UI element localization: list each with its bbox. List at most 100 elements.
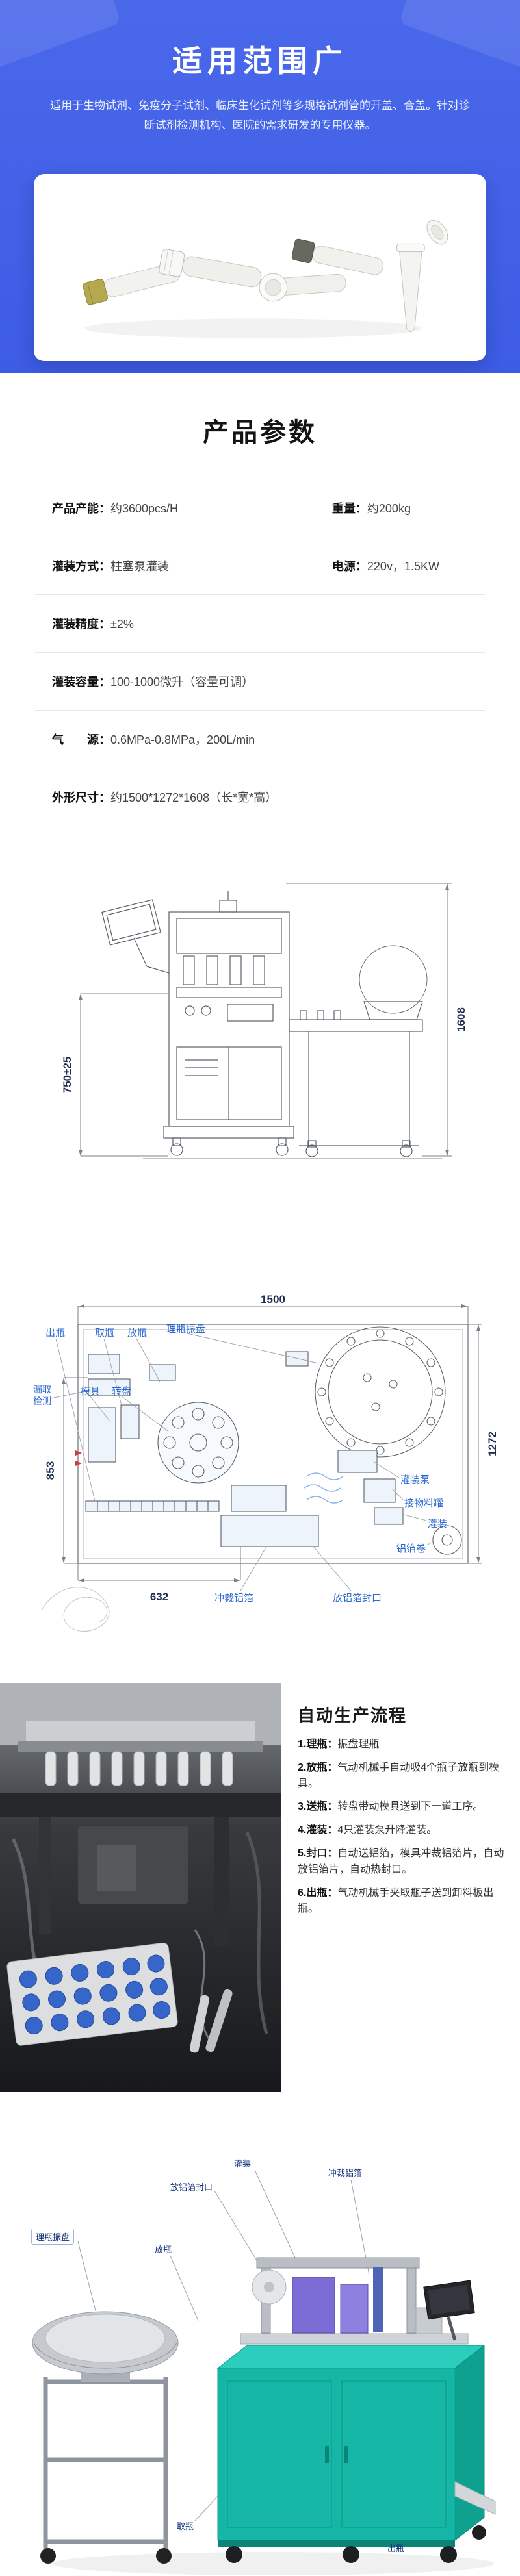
dim-height-right: 1272 [486, 1432, 499, 1456]
param-row: 灌装精度：±2% [35, 595, 485, 653]
step-desc: 4只灌装泵升降灌装。 [337, 1825, 437, 1836]
part-label-louqu-jiance: 漏取检测 [33, 1384, 51, 1406]
render3d-svg [32, 2169, 496, 2575]
dim-width-bottom: 632 [150, 1591, 169, 1603]
param-row: 灌装方式：柱塞泵灌装 电源：220v，1.5KW [35, 537, 485, 595]
dim-height-left: 750±25 [61, 1056, 73, 1094]
param-value: ±2% [110, 618, 134, 631]
part-label-fangping: 放瓶 [127, 1328, 148, 1339]
hero-description: 适用于生物试剂、免疫分子试剂、临床生化试剂等多规格试剂管的开盖、合盖。针对诊断试… [50, 99, 470, 131]
hero-section: 适用范围广 适用于生物试剂、免疫分子试剂、临床生化试剂等多规格试剂管的开盖、合盖… [0, 0, 520, 373]
params-table: 产品产能：约3600pcs/H 重量：约200kg 灌装方式：柱塞泵灌装 电源：… [35, 479, 485, 826]
process-step: 1.理瓶：振盘理瓶 [298, 1737, 507, 1753]
process-title: 自动生产流程 [298, 1706, 408, 1725]
process-step: 5.封口：自动送铝箔，模具冲裁铝箔片，自动放铝箔片，自动热封口。 [298, 1846, 507, 1878]
step-desc: 气动机械手自动吸4个瓶子放瓶到模具。 [298, 1762, 500, 1789]
process-section: 自动生产流程 1.理瓶：振盘理瓶 2.放瓶：气动机械手自动吸4个瓶子放瓶到模具。… [0, 1683, 520, 2092]
step-label: 3.送瓶： [298, 1801, 338, 1813]
param-label: 产品产能： [52, 502, 110, 515]
param-value: 220v，1.5KW [367, 560, 439, 573]
param-value: 约200kg [367, 502, 411, 515]
part-label-chongcai-lvbo: 冲裁铝箔 [214, 1593, 254, 1604]
red-flow-arrows [75, 1450, 82, 1466]
param-cell: 产品产能：约3600pcs/H [35, 479, 315, 537]
top-view-section: 1500 1272 853 632 出瓶 取瓶 放瓶 理瓶振盘 漏取检测 模具 … [0, 1287, 520, 1683]
param-label: 电源： [332, 560, 367, 573]
render-label-fangping: 放瓶 [155, 2245, 172, 2254]
render-label-chuping: 出瓶 [387, 2544, 405, 2553]
param-value: 约1500*1272*1608（长*宽*高） [110, 791, 278, 804]
param-cell: 电源：220v，1.5KW [314, 537, 485, 594]
bottom-modules [220, 1485, 319, 1547]
bowl-stand [43, 2377, 168, 2549]
render-label-chongcai-lvbo: 冲裁铝箔 [328, 2168, 363, 2178]
machine-tower [168, 891, 290, 1127]
top-view-drawing: 1500 1272 853 632 出瓶 取瓶 放瓶 理瓶振盘 漏取检测 模具 … [13, 1287, 507, 1650]
outfeed-conveyor [85, 1500, 220, 1512]
param-row: 气 源：0.6MPa-0.8MPa，200L/min [35, 711, 485, 768]
part-label-chuping: 出瓶 [46, 1328, 66, 1339]
process-step: 2.放瓶：气动机械手自动吸4个瓶子放瓶到模具。 [298, 1760, 507, 1793]
step-label: 4.灌装： [298, 1825, 338, 1836]
callout-leader-lines [50, 1333, 435, 1591]
right-table-and-bowl [289, 945, 428, 1146]
product-photo-card [34, 174, 486, 361]
render-label-quping: 取瓶 [177, 2521, 194, 2531]
top-view-svg [41, 1304, 482, 1632]
vial-cap-facing [259, 273, 346, 302]
part-label-zhuanpan: 转盘 [112, 1386, 132, 1397]
dim-height-right: 1608 [455, 1007, 467, 1032]
vibration-bowl-3d [32, 2311, 179, 2382]
param-label: 灌装方式： [52, 560, 110, 573]
render-label-fang-lvbo-fengkou: 放铝箔封口 [170, 2182, 213, 2192]
param-cell: 灌装精度：±2% [35, 595, 485, 652]
front-view-svg [79, 883, 452, 1159]
step-label: 2.放瓶： [298, 1762, 338, 1773]
param-value: 100-1000微升（容量可调） [110, 676, 254, 688]
param-value: 0.6MPa-0.8MPa，200L/min [110, 733, 255, 746]
process-step: 6.出瓶：气动机械手夹取瓶子送到卸料板出瓶。 [298, 1886, 507, 1918]
sketch-scribble [41, 1587, 110, 1632]
param-label: 灌装精度： [52, 618, 110, 631]
param-label: 气 源： [52, 733, 110, 746]
part-label-guanzhuang-beng: 灌装泵 [400, 1474, 430, 1485]
part-label-muju: 模具 [81, 1386, 101, 1397]
param-cell: 灌装容量：100-1000微升（容量可调） [35, 653, 485, 710]
part-label-guanzhuang: 灌装 [428, 1519, 448, 1530]
outfeed-chute [454, 2481, 496, 2515]
step-label: 6.出瓶： [298, 1887, 338, 1899]
render-label-guanzhuang: 灌装 [234, 2159, 252, 2169]
base-and-casters [163, 1126, 413, 1157]
param-value: 柱塞泵灌装 [110, 560, 169, 573]
right-modules [285, 1351, 462, 1555]
render-label-liping-zhenpan: 理瓶振盘 [31, 2229, 75, 2245]
centrifuge-tube-standing [396, 220, 448, 333]
process-step: 4.灌装：4只灌装泵升降灌装。 [298, 1823, 507, 1839]
vial-dark-cap [291, 238, 384, 275]
part-label-jie-wuliao-guan: 接物料罐 [404, 1498, 444, 1509]
front-dimension-lines [79, 883, 452, 1157]
dim-width-top: 1500 [261, 1293, 285, 1306]
part-label-liping-zhenpan: 理瓶振盘 [166, 1324, 206, 1335]
hanging-tubes [45, 1751, 233, 1786]
product-vials-illustration [83, 220, 448, 338]
monitor [101, 899, 170, 974]
machine-photo [0, 1683, 281, 2092]
step-desc: 转盘带动模具送到下一道工序。 [337, 1801, 484, 1813]
front-view-section: 750±25 1608 [0, 852, 520, 1271]
part-label-fang-lvbo-fengkou: 放铝箔封口 [333, 1593, 382, 1604]
param-cell: 灌装方式：柱塞泵灌装 [35, 537, 315, 594]
blue-cap-tube-tray [6, 1942, 178, 2046]
hero-title: 适用范围广 [172, 44, 348, 78]
left-modules [88, 1354, 176, 1463]
air-flow-waves [304, 1472, 344, 1504]
vial-white-cap [159, 249, 262, 288]
param-label: 重量： [332, 502, 367, 515]
params-title: 产品参数 [203, 418, 317, 447]
step-label: 1.理瓶： [298, 1739, 338, 1750]
top-dimension-lines [62, 1304, 482, 1582]
param-label: 灌装容量： [52, 676, 110, 688]
dim-height-left: 853 [44, 1461, 57, 1480]
param-cell: 外形尺寸：约1500*1272*1608（长*宽*高） [35, 768, 485, 826]
